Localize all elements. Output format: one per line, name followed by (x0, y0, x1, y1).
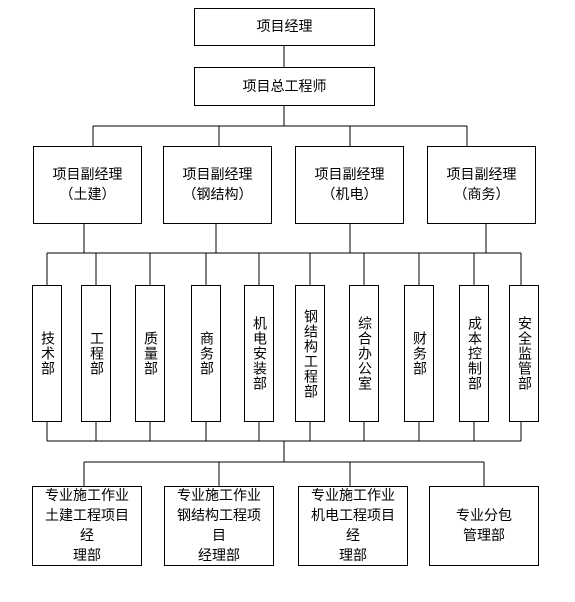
node-dept-safety: 安全监管部 (509, 285, 539, 422)
node-label: 技术部 (39, 331, 55, 376)
node-dept-mep-install: 机电安装部 (244, 285, 274, 422)
node-dept-technical: 技术部 (32, 285, 62, 422)
node-dept-office: 综合办公室 (349, 285, 379, 422)
node-deputy-steel: 项目副经理 （钢结构） (163, 146, 272, 224)
node-subproj-steel: 专业施工作业 钢结构工程项目 经理部 (164, 486, 274, 566)
node-label: 项目副经理 （商务） (446, 167, 517, 203)
node-deputy-commercial: 项目副经理 （商务） (427, 146, 536, 224)
node-dept-commercial: 商务部 (191, 285, 221, 422)
node-subproj-mep: 专业施工作业 机电工程项目经 理部 (298, 486, 408, 566)
node-label: 成本控制部 (466, 316, 482, 391)
node-label: 项目副经理 （土建） (52, 167, 123, 203)
node-label: 专业分包 管理部 (456, 508, 512, 544)
node-label: 钢结构工程部 (302, 308, 318, 399)
node-label: 质量部 (142, 331, 158, 376)
node-subproj-subcontract: 专业分包 管理部 (429, 486, 539, 566)
node-label: 机电安装部 (251, 316, 267, 391)
node-label: 项目经理 (256, 19, 313, 35)
node-label: 项目副经理 （钢结构） (182, 167, 253, 203)
node-label: 财务部 (411, 331, 427, 376)
node-label: 工程部 (88, 331, 104, 376)
node-deputy-mep: 项目副经理 （机电） (295, 146, 404, 224)
node-label: 项目副经理 （机电） (314, 167, 385, 203)
node-project-manager: 项目经理 (194, 8, 375, 46)
node-label: 专业施工作业 钢结构工程项目 经理部 (177, 488, 261, 564)
node-dept-steel: 钢结构工程部 (295, 285, 325, 422)
node-label: 商务部 (198, 331, 214, 376)
node-label: 专业施工作业 机电工程项目经 理部 (311, 488, 395, 564)
node-label: 项目总工程师 (242, 78, 327, 95)
node-dept-finance: 财务部 (404, 285, 434, 422)
node-label: 综合办公室 (356, 316, 372, 391)
node-subproj-civil: 专业施工作业 土建工程项目经 理部 (32, 486, 142, 566)
node-dept-cost-control: 成本控制部 (459, 285, 489, 422)
node-dept-quality: 质量部 (135, 285, 165, 422)
node-dept-engineering: 工程部 (81, 285, 111, 422)
node-label: 专业施工作业 土建工程项目经 理部 (45, 488, 129, 564)
node-chief-engineer: 项目总工程师 (194, 67, 375, 106)
node-label: 安全监管部 (516, 316, 532, 391)
node-deputy-civil: 项目副经理 （土建） (33, 146, 142, 224)
